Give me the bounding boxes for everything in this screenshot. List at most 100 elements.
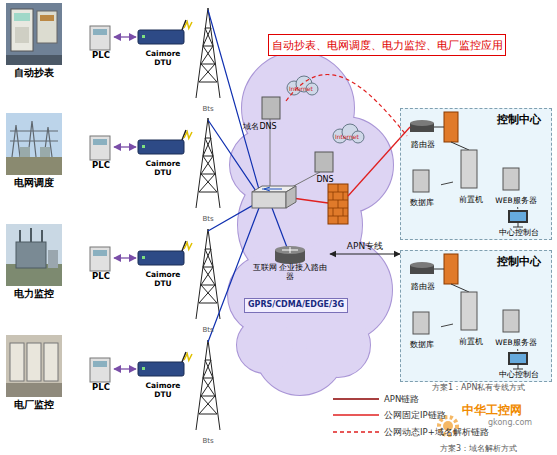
connector — [184, 132, 192, 139]
center-equipment: 中心控制台 — [491, 351, 547, 381]
dns-servers-part — [262, 97, 280, 119]
control-center-2-part — [461, 292, 477, 330]
plc-devices-part — [90, 247, 110, 271]
equipment-label: 数据库 — [403, 199, 441, 208]
equipment-label: 前置机 — [453, 196, 489, 205]
plc-device: PLC — [88, 24, 114, 62]
connector — [330, 253, 400, 254]
connector — [441, 324, 453, 327]
legend-text: APN链路 — [384, 394, 419, 406]
control-center-1-part — [434, 127, 469, 150]
photo-control-room — [6, 335, 62, 397]
server-label: 域名DNS — [234, 122, 286, 131]
title-box: 自动抄表、电网调度、电力监控、电厂监控应用 — [268, 34, 506, 56]
equipment-label: 路由器 — [407, 283, 439, 292]
plc-device: PLC — [88, 134, 114, 172]
internet-cloud-part-part — [237, 317, 293, 373]
equipment-label: 中心控制台 — [491, 371, 547, 380]
internet-cloud-part-part — [237, 317, 293, 373]
control-center-box: 控制中心路由器前置机WEB服务器数据库中心控制台 — [400, 250, 552, 382]
device-label: PLC — [88, 272, 114, 282]
connector — [184, 243, 192, 250]
center-equipment: 前置机 — [453, 291, 489, 349]
cloud-links-part — [292, 198, 328, 203]
control-center-2-part — [508, 352, 528, 365]
switch-icon — [252, 186, 296, 208]
control-center-2-part — [513, 365, 523, 369]
photo-substation-part — [6, 157, 62, 175]
bts-towers-part — [196, 229, 220, 319]
control-center-2-part — [503, 310, 519, 332]
network-type-box: GPRS/CDMA/EDGE/3G — [244, 298, 348, 313]
legend-text: 公网固定IP链路 — [384, 410, 446, 422]
dns-server: 域名DNS — [234, 95, 286, 135]
center-title: 控制中心 — [489, 256, 549, 269]
photo-control-room-part — [6, 383, 62, 397]
watermark: gkong.com — [488, 418, 532, 427]
photo-meter-part — [6, 3, 62, 65]
photo-control-room-part — [27, 343, 41, 381]
watermark: 中华工控网 — [462, 402, 522, 419]
small-internet-clouds — [287, 76, 364, 143]
access-router-icon — [275, 246, 305, 264]
connector — [286, 75, 407, 136]
photo-transformer-part — [20, 228, 42, 242]
photo-caption: 电力监控 — [6, 288, 62, 300]
base-station: Bts — [192, 6, 224, 116]
network-label: GPRS/CDMA/EDGE/3G — [245, 300, 347, 309]
photo-caption: 电厂监控 — [6, 399, 62, 411]
cloud-label: Internet — [289, 85, 313, 92]
photo-control-room-part — [10, 343, 24, 381]
base-station: Bts — [192, 227, 224, 337]
plc-screens-part — [93, 29, 107, 35]
edge-label: APN专线 — [330, 240, 400, 253]
tower-label: Bts — [192, 105, 224, 113]
control-center-2-part — [400, 250, 552, 382]
server-label: DNS — [305, 175, 345, 184]
cloud-links — [270, 119, 328, 250]
dtu-modems-part — [142, 35, 145, 370]
connector — [114, 36, 136, 37]
application-photo: 自动抄表 — [6, 3, 62, 81]
dtu-modems-part-part — [138, 140, 184, 154]
photo-meter-part — [6, 55, 62, 65]
legend-line — [333, 431, 379, 433]
control-center-1-part — [513, 223, 523, 227]
photo-transformer-part — [16, 242, 46, 268]
cloud-links-part — [272, 208, 288, 250]
dtu-modems-part-part — [138, 251, 184, 265]
scheme-note: 方案1：APN私有专线方式 — [432, 382, 525, 393]
firewall-icon-part — [328, 184, 348, 224]
photo-meter-part — [37, 11, 57, 43]
control-center-2 — [400, 250, 552, 382]
internet-cloud-part-part — [306, 313, 370, 377]
dtu-modems-part — [138, 30, 184, 376]
photo-meter-part — [11, 9, 33, 51]
center-equipment: 数据库 — [403, 169, 441, 209]
device-label: Caimore DTU — [136, 160, 190, 177]
control-center-2-part — [410, 262, 434, 268]
connector — [517, 207, 518, 209]
dtu-device: Caimore DTU — [136, 138, 190, 174]
cloud-label: Internet — [335, 133, 359, 140]
plc-devices — [90, 26, 110, 382]
connector — [441, 182, 453, 185]
equipment-label: WEB服务器 — [489, 339, 543, 348]
bts-towers-part-part — [196, 8, 220, 98]
plc-screens — [93, 29, 107, 367]
tower-label: Bts — [192, 326, 224, 334]
photo-substation-part-part — [10, 131, 58, 141]
bts-towers-part-part — [196, 229, 220, 319]
control-center-1-part — [400, 108, 552, 240]
center-equipment: WEB服务器 — [489, 167, 543, 207]
control-center-1-part — [461, 150, 477, 188]
access-router-icon-part — [275, 246, 305, 254]
legend-line-sample — [333, 429, 379, 435]
switch-icon-part — [286, 186, 296, 208]
photo-transformer-part — [6, 224, 62, 286]
access-router: 互联网 企业接入路由器 — [250, 246, 330, 292]
dtu-device: Caimore DTU — [136, 249, 190, 285]
cloud-links-part — [270, 119, 320, 188]
application-photo: 电网调度 — [6, 113, 62, 191]
center-equipment: 中心控制台 — [491, 209, 547, 239]
